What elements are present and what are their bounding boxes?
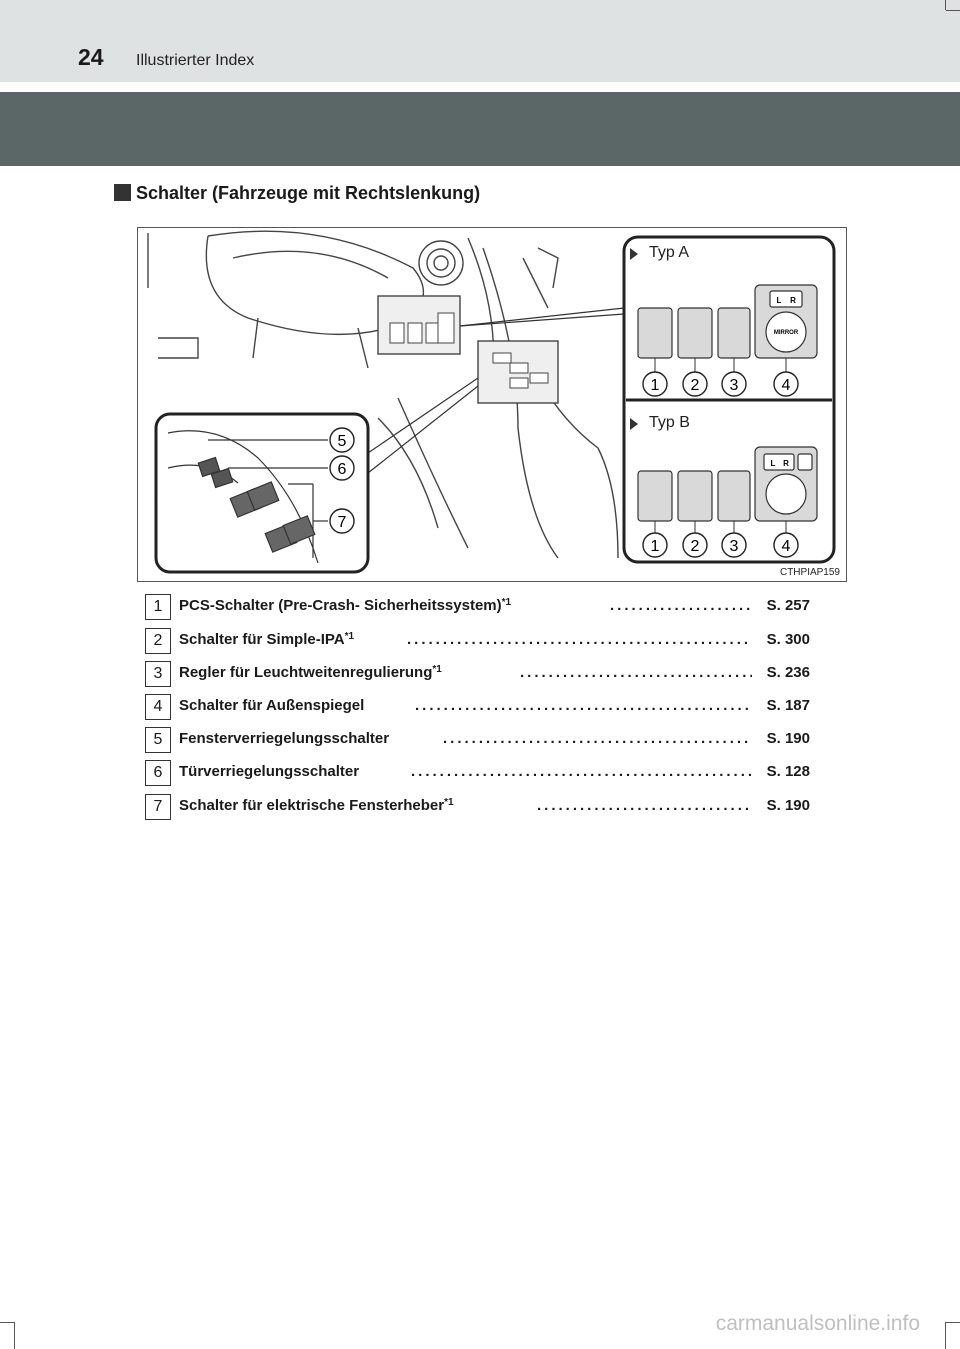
dot-leader: ........................................… (411, 763, 752, 780)
callout-b2: 2 (691, 538, 700, 555)
item-number: 1 (145, 594, 171, 620)
crop-mark (945, 0, 946, 10)
list-item: 4 Schalter für Außenspiegel ............… (145, 694, 810, 720)
item-label: Regler für Leuchtweitenregulierung*1 (179, 664, 442, 681)
callout-b3: 3 (730, 538, 739, 555)
mirror-label: MIRROR (774, 330, 799, 336)
list-item: 7 Schalter für elektrische Fensterheber*… (145, 794, 810, 820)
item-page-ref[interactable]: S. 236 (766, 664, 810, 681)
crop-mark (0, 1322, 14, 1323)
figure-code: CTHPIAP159 (779, 567, 840, 578)
callout-7: 7 (338, 514, 347, 531)
crop-mark (945, 1322, 946, 1349)
switch-illustration: 5 6 7 MIRROR L R (137, 227, 847, 582)
dot-leader: ........................................… (415, 697, 752, 714)
item-number: 3 (145, 661, 171, 687)
mirror-b-r-label: R (783, 459, 789, 468)
dashboard-drawing: 5 6 7 MIRROR L R (147, 230, 836, 574)
dot-leader: ........................................… (407, 631, 752, 648)
list-item: 6 Türverriegelungsschalter .............… (145, 760, 810, 786)
item-page-ref[interactable]: S. 190 (766, 797, 810, 814)
item-label: PCS-Schalter (Pre-Crash- Sicherheitssyst… (179, 597, 512, 614)
item-page-ref[interactable]: S. 257 (766, 597, 810, 614)
item-label: Türverriegelungsschalter (179, 763, 360, 780)
list-item: 5 Fensterverriegelungsschalter .........… (145, 727, 810, 753)
item-number: 6 (145, 760, 171, 786)
dot-leader: ........................................… (520, 664, 752, 681)
crop-mark (14, 1322, 15, 1349)
dot-leader: .............................. (610, 597, 750, 614)
callout-a3: 3 (730, 377, 739, 394)
page-number: 24 (78, 44, 104, 70)
mirror-l-label: L (777, 296, 782, 305)
mirror-r-label: R (790, 296, 796, 305)
item-page-ref[interactable]: S. 187 (766, 697, 810, 714)
typ-a-label: Typ A (649, 244, 690, 261)
crop-mark (946, 1322, 960, 1323)
header-title: Illustrierter Index (136, 52, 255, 69)
item-number: 4 (145, 694, 171, 720)
header-band (0, 92, 960, 166)
item-page-ref[interactable]: S. 190 (766, 730, 810, 747)
footer-watermark[interactable]: carmanualsonline.info (715, 1312, 920, 1335)
dot-leader: ........................................… (443, 730, 752, 747)
dot-leader: ........................................… (537, 797, 752, 814)
item-label: Schalter für Außenspiegel (179, 697, 365, 714)
callout-a2: 2 (691, 377, 700, 394)
item-number: 2 (145, 628, 171, 654)
callout-5: 5 (338, 433, 347, 450)
item-label: Schalter für elektrische Fensterheber*1 (179, 797, 454, 814)
callout-a4: 4 (782, 377, 791, 394)
section-title: Schalter (Fahrzeuge mit Rechtslenkung) (136, 183, 481, 203)
item-number: 5 (145, 727, 171, 753)
item-number: 7 (145, 794, 171, 820)
item-label: Fensterverriegelungsschalter (179, 730, 390, 747)
item-page-ref[interactable]: S. 300 (766, 631, 810, 648)
section-marker-icon (114, 184, 131, 201)
item-page-ref[interactable]: S. 128 (766, 763, 810, 780)
item-label: Schalter für Simple-IPA*1 (179, 631, 355, 648)
callout-6: 6 (338, 461, 347, 478)
list-item: 2 Schalter für Simple-IPA*1 ............… (145, 628, 810, 654)
typ-b-label: Typ B (649, 414, 690, 431)
list-item: 1 PCS-Schalter (Pre-Crash- Sicherheitssy… (145, 594, 810, 620)
mirror-b-l-label: L (771, 459, 776, 468)
callout-b4: 4 (782, 538, 791, 555)
header-bar (0, 0, 960, 82)
list-item: 3 Regler für Leuchtweitenregulierung*1 .… (145, 661, 810, 687)
callout-a1: 1 (651, 377, 660, 394)
crop-mark (946, 10, 960, 11)
callout-b1: 1 (651, 538, 660, 555)
